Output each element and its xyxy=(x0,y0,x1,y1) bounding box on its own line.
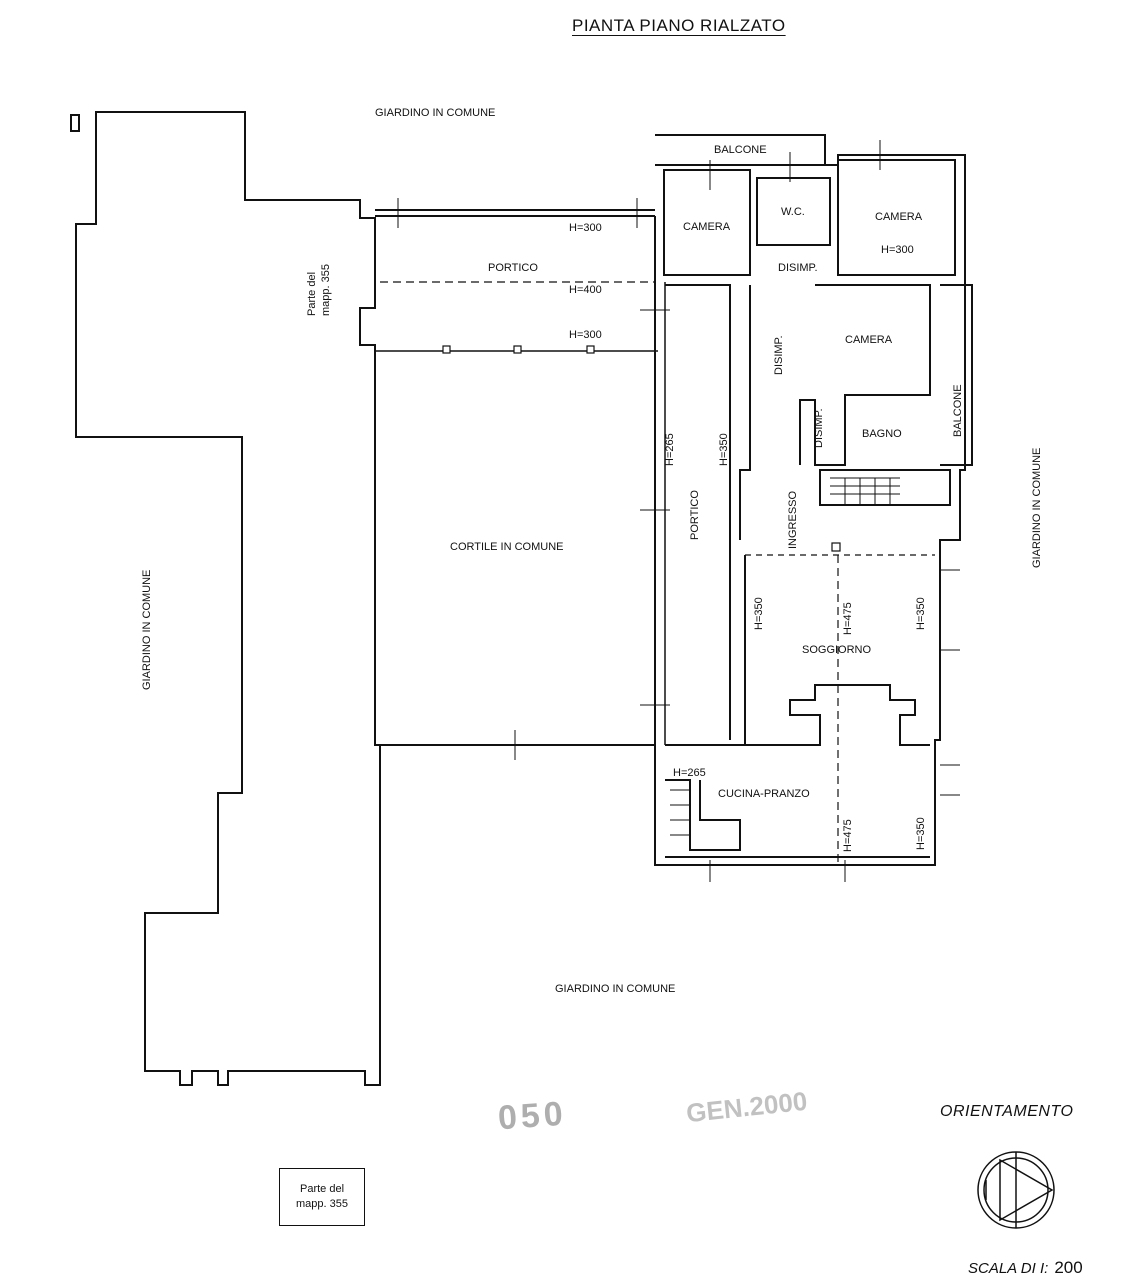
label-parte-1: Parte del xyxy=(306,272,318,316)
small-mark xyxy=(70,114,80,132)
label-disimp-2: DISIMP. xyxy=(773,335,785,375)
legend-line-2: mapp. 355 xyxy=(296,1198,348,1210)
label-bagno: BAGNO xyxy=(862,428,902,440)
height-h400: H=400 xyxy=(569,284,602,296)
scale-value: 200 xyxy=(1054,1258,1083,1277)
label-camera-1: CAMERA xyxy=(683,221,731,233)
height-h475-b: H=475 xyxy=(842,819,854,852)
label-portico-right: PORTICO xyxy=(689,490,701,540)
height-h350-a: H=350 xyxy=(718,433,730,466)
scale-label: SCALA DI I: 200 xyxy=(968,1258,1083,1278)
label-giardino-bottom: GIARDINO IN COMUNE xyxy=(555,983,675,995)
label-disimp-3: DISIMP. xyxy=(813,408,825,448)
label-camera-2: CAMERA xyxy=(875,211,923,223)
height-h475-a: H=475 xyxy=(842,602,854,635)
height-h265-a: H=265 xyxy=(664,433,676,466)
scale-text: SCALA DI I: xyxy=(968,1260,1049,1277)
label-soggiorno: SOGGIORNO xyxy=(802,644,872,656)
height-h300-a: H=300 xyxy=(569,222,602,234)
label-disimp-1: DISIMP. xyxy=(778,262,818,274)
label-giardino-top: GIARDINO IN COMUNE xyxy=(375,107,495,119)
left-garden-outline xyxy=(75,111,381,1086)
height-h350-b: H=350 xyxy=(753,597,765,630)
label-wc: W.C. xyxy=(781,206,805,218)
legend-box: Parte del mapp. 355 xyxy=(279,1168,365,1226)
label-portico-top: PORTICO xyxy=(488,262,538,274)
label-cucina: CUCINA-PRANZO xyxy=(718,788,810,800)
label-cortile: CORTILE IN COMUNE xyxy=(450,541,563,553)
label-balcone-top: BALCONE xyxy=(714,144,767,156)
label-parte-2: mapp. 355 xyxy=(320,264,332,316)
plan-title: PIANTA PIANO RIALZATO xyxy=(572,16,786,35)
legend-line-1: Parte del xyxy=(299,1183,345,1195)
height-h350-c: H=350 xyxy=(915,597,927,630)
height-h300-c: H=300 xyxy=(569,329,602,341)
height-h265-b: H=265 xyxy=(673,767,706,779)
label-giardino-left: GIARDINO IN COMUNE xyxy=(141,570,153,690)
height-h350-d: H=350 xyxy=(915,817,927,850)
height-h300-b: H=300 xyxy=(881,244,914,256)
label-giardino-right: GIARDINO IN COMUNE xyxy=(1031,448,1043,568)
registry-stamp-number: 050 xyxy=(496,1094,568,1138)
label-camera-3: CAMERA xyxy=(845,334,893,346)
building-outline xyxy=(654,134,966,866)
label-balcone-right: BALCONE xyxy=(952,384,964,437)
orientation-label: ORIENTAMENTO xyxy=(940,1103,1074,1120)
orientation-compass xyxy=(977,1151,1055,1229)
label-ingresso: INGRESSO xyxy=(787,490,799,549)
